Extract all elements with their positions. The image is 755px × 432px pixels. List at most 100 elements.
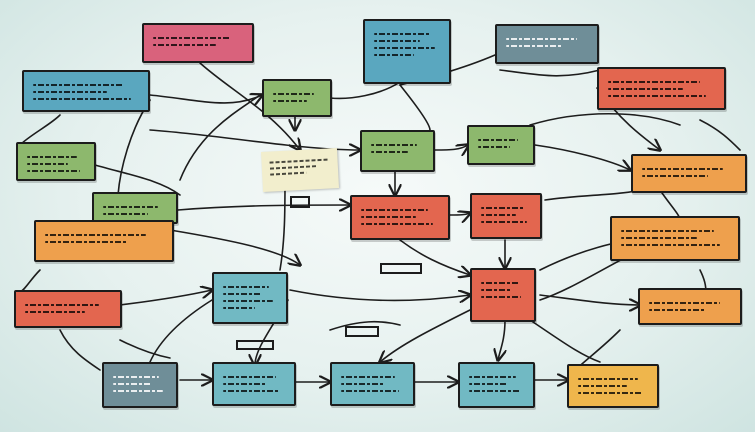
connector <box>117 99 151 196</box>
flow-node[interactable] <box>470 268 536 322</box>
junction-box <box>380 263 422 274</box>
node-text-line <box>469 383 508 385</box>
connector <box>399 84 431 131</box>
node-text-line <box>608 88 683 90</box>
node-text-line <box>578 385 627 387</box>
node-text-line <box>341 390 399 392</box>
node-text-line <box>481 214 516 216</box>
connector <box>434 145 468 150</box>
flow-node[interactable] <box>638 288 742 325</box>
node-text-line <box>578 392 643 394</box>
node-text-line <box>223 300 273 302</box>
connector <box>289 290 470 300</box>
connector <box>539 294 640 305</box>
flow-node[interactable] <box>102 362 178 408</box>
connector <box>544 189 641 201</box>
node-text-line <box>223 293 261 295</box>
flow-node[interactable] <box>14 290 122 328</box>
node-text-line <box>223 307 256 309</box>
node-text-line <box>25 304 99 306</box>
node-text-line <box>478 139 518 141</box>
flow-node[interactable] <box>470 193 542 239</box>
node-text-line <box>341 383 386 385</box>
flow-node[interactable] <box>142 23 254 63</box>
connector <box>149 129 360 150</box>
node-text-line <box>223 383 267 385</box>
flow-node[interactable] <box>262 79 332 117</box>
node-text-line <box>273 100 307 102</box>
connector <box>149 95 262 103</box>
node-text-line <box>371 151 409 153</box>
node-text-line <box>223 286 270 288</box>
node-text-line <box>506 38 577 40</box>
node-text-line <box>506 45 564 47</box>
node-text-line <box>478 146 511 148</box>
flow-node[interactable] <box>495 24 599 64</box>
flow-node[interactable] <box>16 142 96 181</box>
connector <box>169 229 300 265</box>
node-text-line <box>374 40 421 42</box>
connector <box>119 339 171 359</box>
node-text-line <box>113 383 151 385</box>
node-text-line <box>374 47 435 49</box>
flow-node[interactable] <box>631 154 747 193</box>
flow-node[interactable] <box>22 70 150 112</box>
node-text-line <box>481 289 512 291</box>
node-text-line <box>45 234 147 236</box>
connector <box>699 119 741 151</box>
node-text-line <box>649 309 707 311</box>
node-text-line <box>153 37 231 39</box>
node-text-line <box>469 390 520 392</box>
node-text-line <box>25 311 86 313</box>
node-text-line <box>642 175 708 177</box>
node-text-line <box>481 282 519 284</box>
connector <box>19 269 41 293</box>
connector <box>499 69 601 77</box>
node-text-line <box>621 244 721 246</box>
node-text-line <box>608 81 701 83</box>
connector <box>179 94 261 181</box>
node-text-line <box>223 390 281 392</box>
flow-node[interactable] <box>330 362 415 406</box>
node-text-line <box>361 223 433 225</box>
connector <box>19 114 61 146</box>
flow-node[interactable] <box>360 130 435 172</box>
node-text-line <box>153 44 216 46</box>
flow-node[interactable] <box>212 362 296 406</box>
node-text-line <box>113 390 163 392</box>
node-text-line <box>33 98 131 100</box>
node-text-line <box>33 91 108 93</box>
junction-box <box>290 196 310 208</box>
junction-box <box>345 326 379 337</box>
node-text-line <box>223 376 277 378</box>
node-text-line <box>481 221 527 223</box>
connector <box>498 319 505 360</box>
flow-node[interactable] <box>458 362 535 408</box>
node-text-line <box>361 216 416 218</box>
connector <box>329 81 401 100</box>
node-text-line <box>27 156 77 158</box>
node-text-line <box>642 168 723 170</box>
node-text-line <box>621 237 697 239</box>
flow-node[interactable] <box>467 125 535 165</box>
flow-node[interactable] <box>92 192 178 224</box>
connector <box>529 113 681 126</box>
node-text-line <box>33 84 125 86</box>
node-text-line <box>374 33 431 35</box>
flow-node[interactable] <box>567 364 659 408</box>
flow-node[interactable] <box>34 220 174 262</box>
node-text-line <box>103 206 159 208</box>
flow-node[interactable] <box>212 272 288 324</box>
connector <box>94 164 181 196</box>
sticky-note <box>261 148 339 192</box>
connector <box>59 329 101 371</box>
flow-node[interactable] <box>597 67 726 110</box>
connector <box>449 213 470 215</box>
flow-node[interactable] <box>363 19 451 84</box>
node-text-line <box>481 207 524 209</box>
node-text-line <box>608 95 707 97</box>
flow-node[interactable] <box>610 216 740 261</box>
node-text-line <box>45 241 128 243</box>
flow-node[interactable] <box>350 195 450 240</box>
node-text-line <box>113 376 160 378</box>
